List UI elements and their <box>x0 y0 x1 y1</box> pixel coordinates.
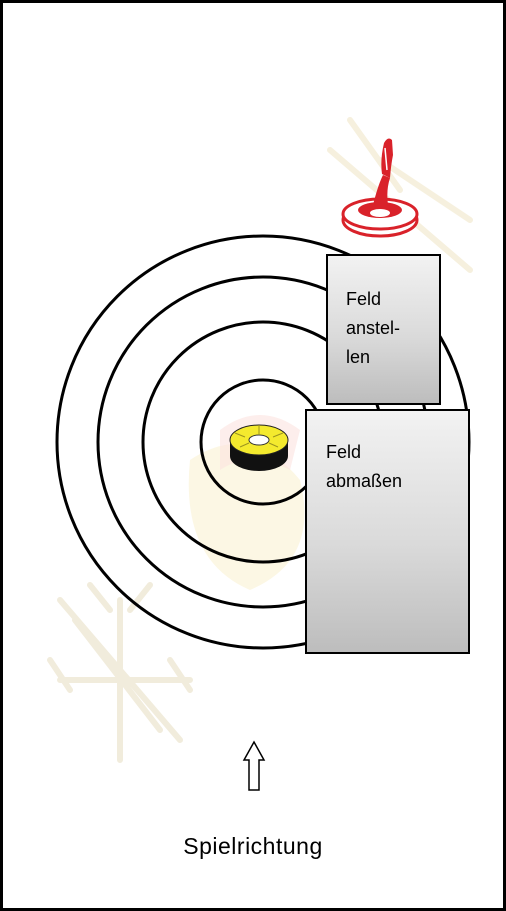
set-field-line-1: Feld <box>346 285 439 314</box>
measure-field-line-1: Feld <box>326 438 468 467</box>
play-direction-caption: Spielrichtung <box>0 833 506 860</box>
daube-icon <box>230 425 288 471</box>
eisstock-icon <box>343 139 417 236</box>
set-field-box: Feld anstel- len <box>326 254 441 405</box>
set-field-line-2: anstel- <box>346 314 439 343</box>
set-field-line-3: len <box>346 343 439 372</box>
measure-field-line-2: abmaßen <box>326 467 468 496</box>
arrow-up-icon <box>244 742 264 790</box>
measure-field-box: Feld abmaßen <box>305 409 470 654</box>
